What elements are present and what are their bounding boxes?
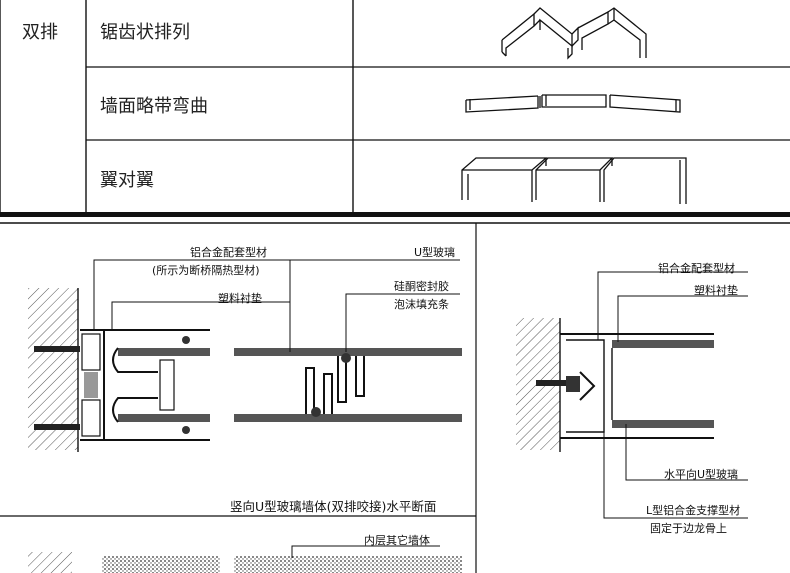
curved-wall-sketch <box>465 94 681 113</box>
left-leader-lines <box>93 259 460 352</box>
label-left-foam: 泡沫填充条 <box>394 298 449 311</box>
wing-to-wing-sketch <box>461 157 687 204</box>
right-leader-lines <box>597 271 748 519</box>
label-right-frame: 铝合金配套型材 <box>658 262 735 275</box>
label-left-gasket: 塑料衬垫 <box>218 292 262 305</box>
row-label-curved: 墙面略带弯曲 <box>100 96 208 117</box>
row-group-label: 双排 <box>22 22 58 43</box>
right-section-drawing <box>516 318 714 452</box>
label-right-glass: 水平向U型玻璃 <box>664 468 739 481</box>
label-left-glass: U型玻璃 <box>414 246 456 259</box>
row-label-zigzag: 锯齿状排列 <box>100 22 190 43</box>
label-left-sealant: 硅酮密封胶 <box>394 280 449 293</box>
left-section-drawing <box>28 288 462 452</box>
label-right-support: L型铝合金支撑型材 <box>646 504 741 517</box>
label-right-gasket: 塑料衬垫 <box>694 284 738 297</box>
left-section-caption: 竖向U型玻璃墙体(双排咬接)水平断面 <box>230 499 437 514</box>
label-inner-wall: 内层其它墙体 <box>364 534 430 547</box>
zigzag-sketch <box>501 7 647 60</box>
label-left-frame-note: (所示为断桥隔热型材) <box>152 264 260 277</box>
arrangement-table <box>0 0 790 224</box>
row-label-wing: 翼对翼 <box>100 170 154 191</box>
bottom-section-drawing <box>28 545 462 573</box>
label-left-frame: 铝合金配套型材 <box>190 246 267 259</box>
label-right-support-note: 固定于边龙骨上 <box>650 522 727 535</box>
panel-frames <box>0 223 477 573</box>
